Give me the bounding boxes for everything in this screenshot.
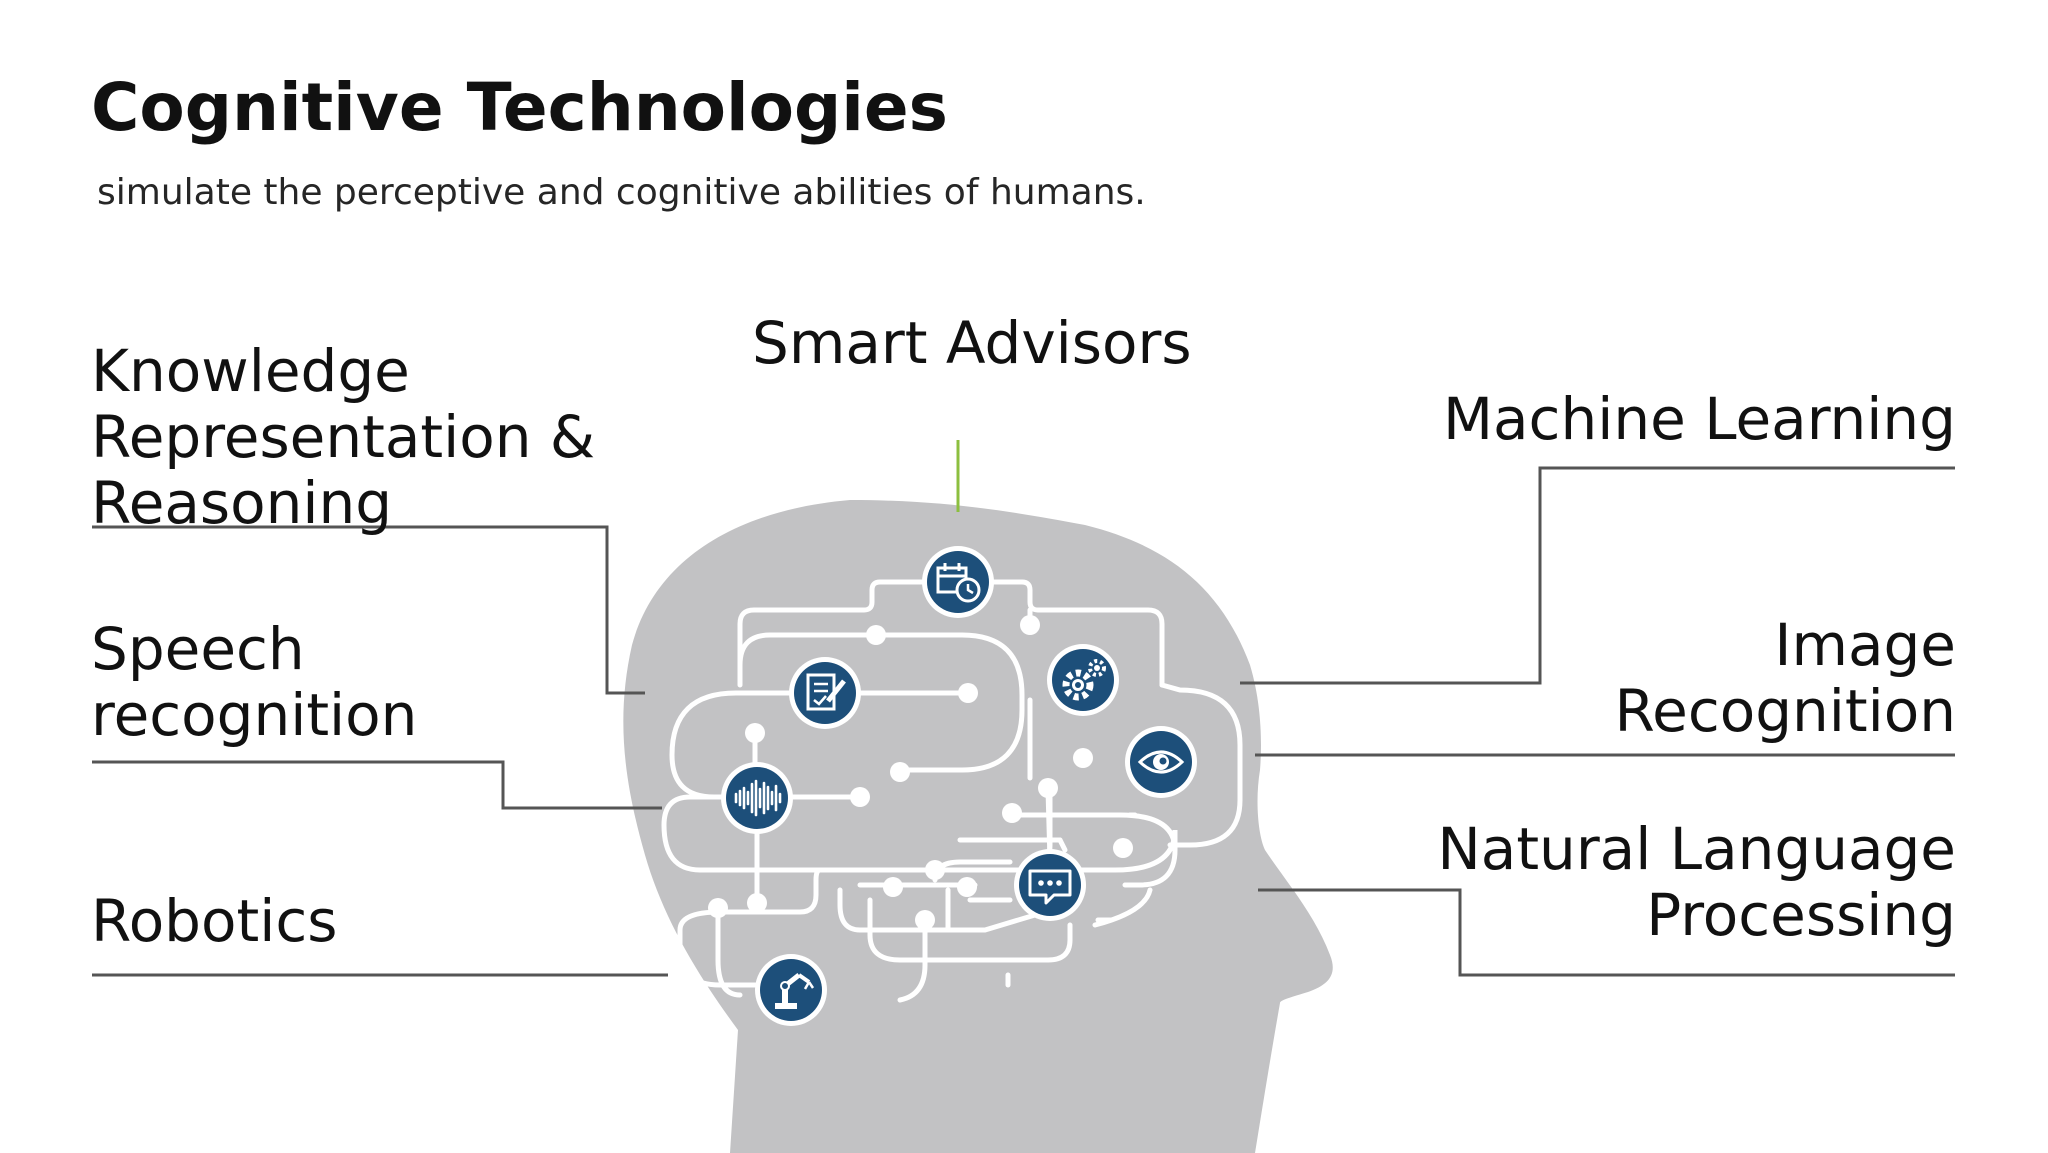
circuit-node <box>890 762 910 782</box>
sound-wave-icon <box>721 762 793 834</box>
leader-lines <box>92 466 1955 977</box>
leader-line-nlp <box>1258 888 1955 977</box>
circuit-node <box>883 877 903 897</box>
circuit-node <box>915 910 935 930</box>
circuit-node <box>1073 748 1093 768</box>
robot-arm-icon <box>755 954 827 1026</box>
circuit-node <box>958 683 978 703</box>
circuit-nodes <box>708 615 1133 930</box>
document-edit-icon <box>789 657 861 729</box>
circuit-node <box>745 723 765 743</box>
circuit-node <box>1113 838 1133 858</box>
calendar-clock-icon <box>922 546 994 618</box>
slide-subtitle: simulate the perceptive and cognitive ab… <box>97 172 1146 213</box>
label-line: Recognition <box>1614 677 1956 745</box>
label-image-recognition: Image Recognition <box>1614 612 1956 744</box>
label-knowledge-representation: Knowledge Representation & Reasoning <box>91 338 595 536</box>
label-speech-recognition: Speech recognition <box>91 616 417 748</box>
circuit-node <box>1020 615 1040 635</box>
slide-title: Cognitive Technologies <box>91 69 948 146</box>
label-line: Knowledge <box>91 337 410 405</box>
label-line: Representation & <box>91 403 596 471</box>
circuit-node <box>708 898 728 918</box>
label-smart-advisors: Smart Advisors <box>752 309 1192 377</box>
circuit-node <box>747 893 767 913</box>
eye-icon <box>1125 726 1197 798</box>
label-line: Speech <box>91 615 305 683</box>
label-robotics: Robotics <box>91 887 338 955</box>
chat-bubble-icon <box>1014 849 1086 921</box>
leader-line-machine-learning <box>1240 466 1955 685</box>
circuit-node <box>925 860 945 880</box>
label-line: Processing <box>1646 881 1956 949</box>
leader-line-speech <box>92 760 662 810</box>
circuit-node <box>850 787 870 807</box>
circuit-node <box>1038 778 1058 798</box>
leader-line-knowledge <box>92 525 645 695</box>
label-line: Natural Language <box>1437 815 1956 883</box>
gears-icon <box>1047 644 1119 716</box>
circuit-node <box>1002 803 1022 823</box>
label-natural-language-processing: Natural Language Processing <box>1437 816 1956 948</box>
label-line: Reasoning <box>91 469 393 537</box>
label-machine-learning: Machine Learning <box>1442 385 1956 453</box>
circuit-node <box>866 625 886 645</box>
circuit-node <box>957 877 977 897</box>
label-line: Image <box>1774 611 1956 679</box>
label-line: recognition <box>91 681 418 749</box>
